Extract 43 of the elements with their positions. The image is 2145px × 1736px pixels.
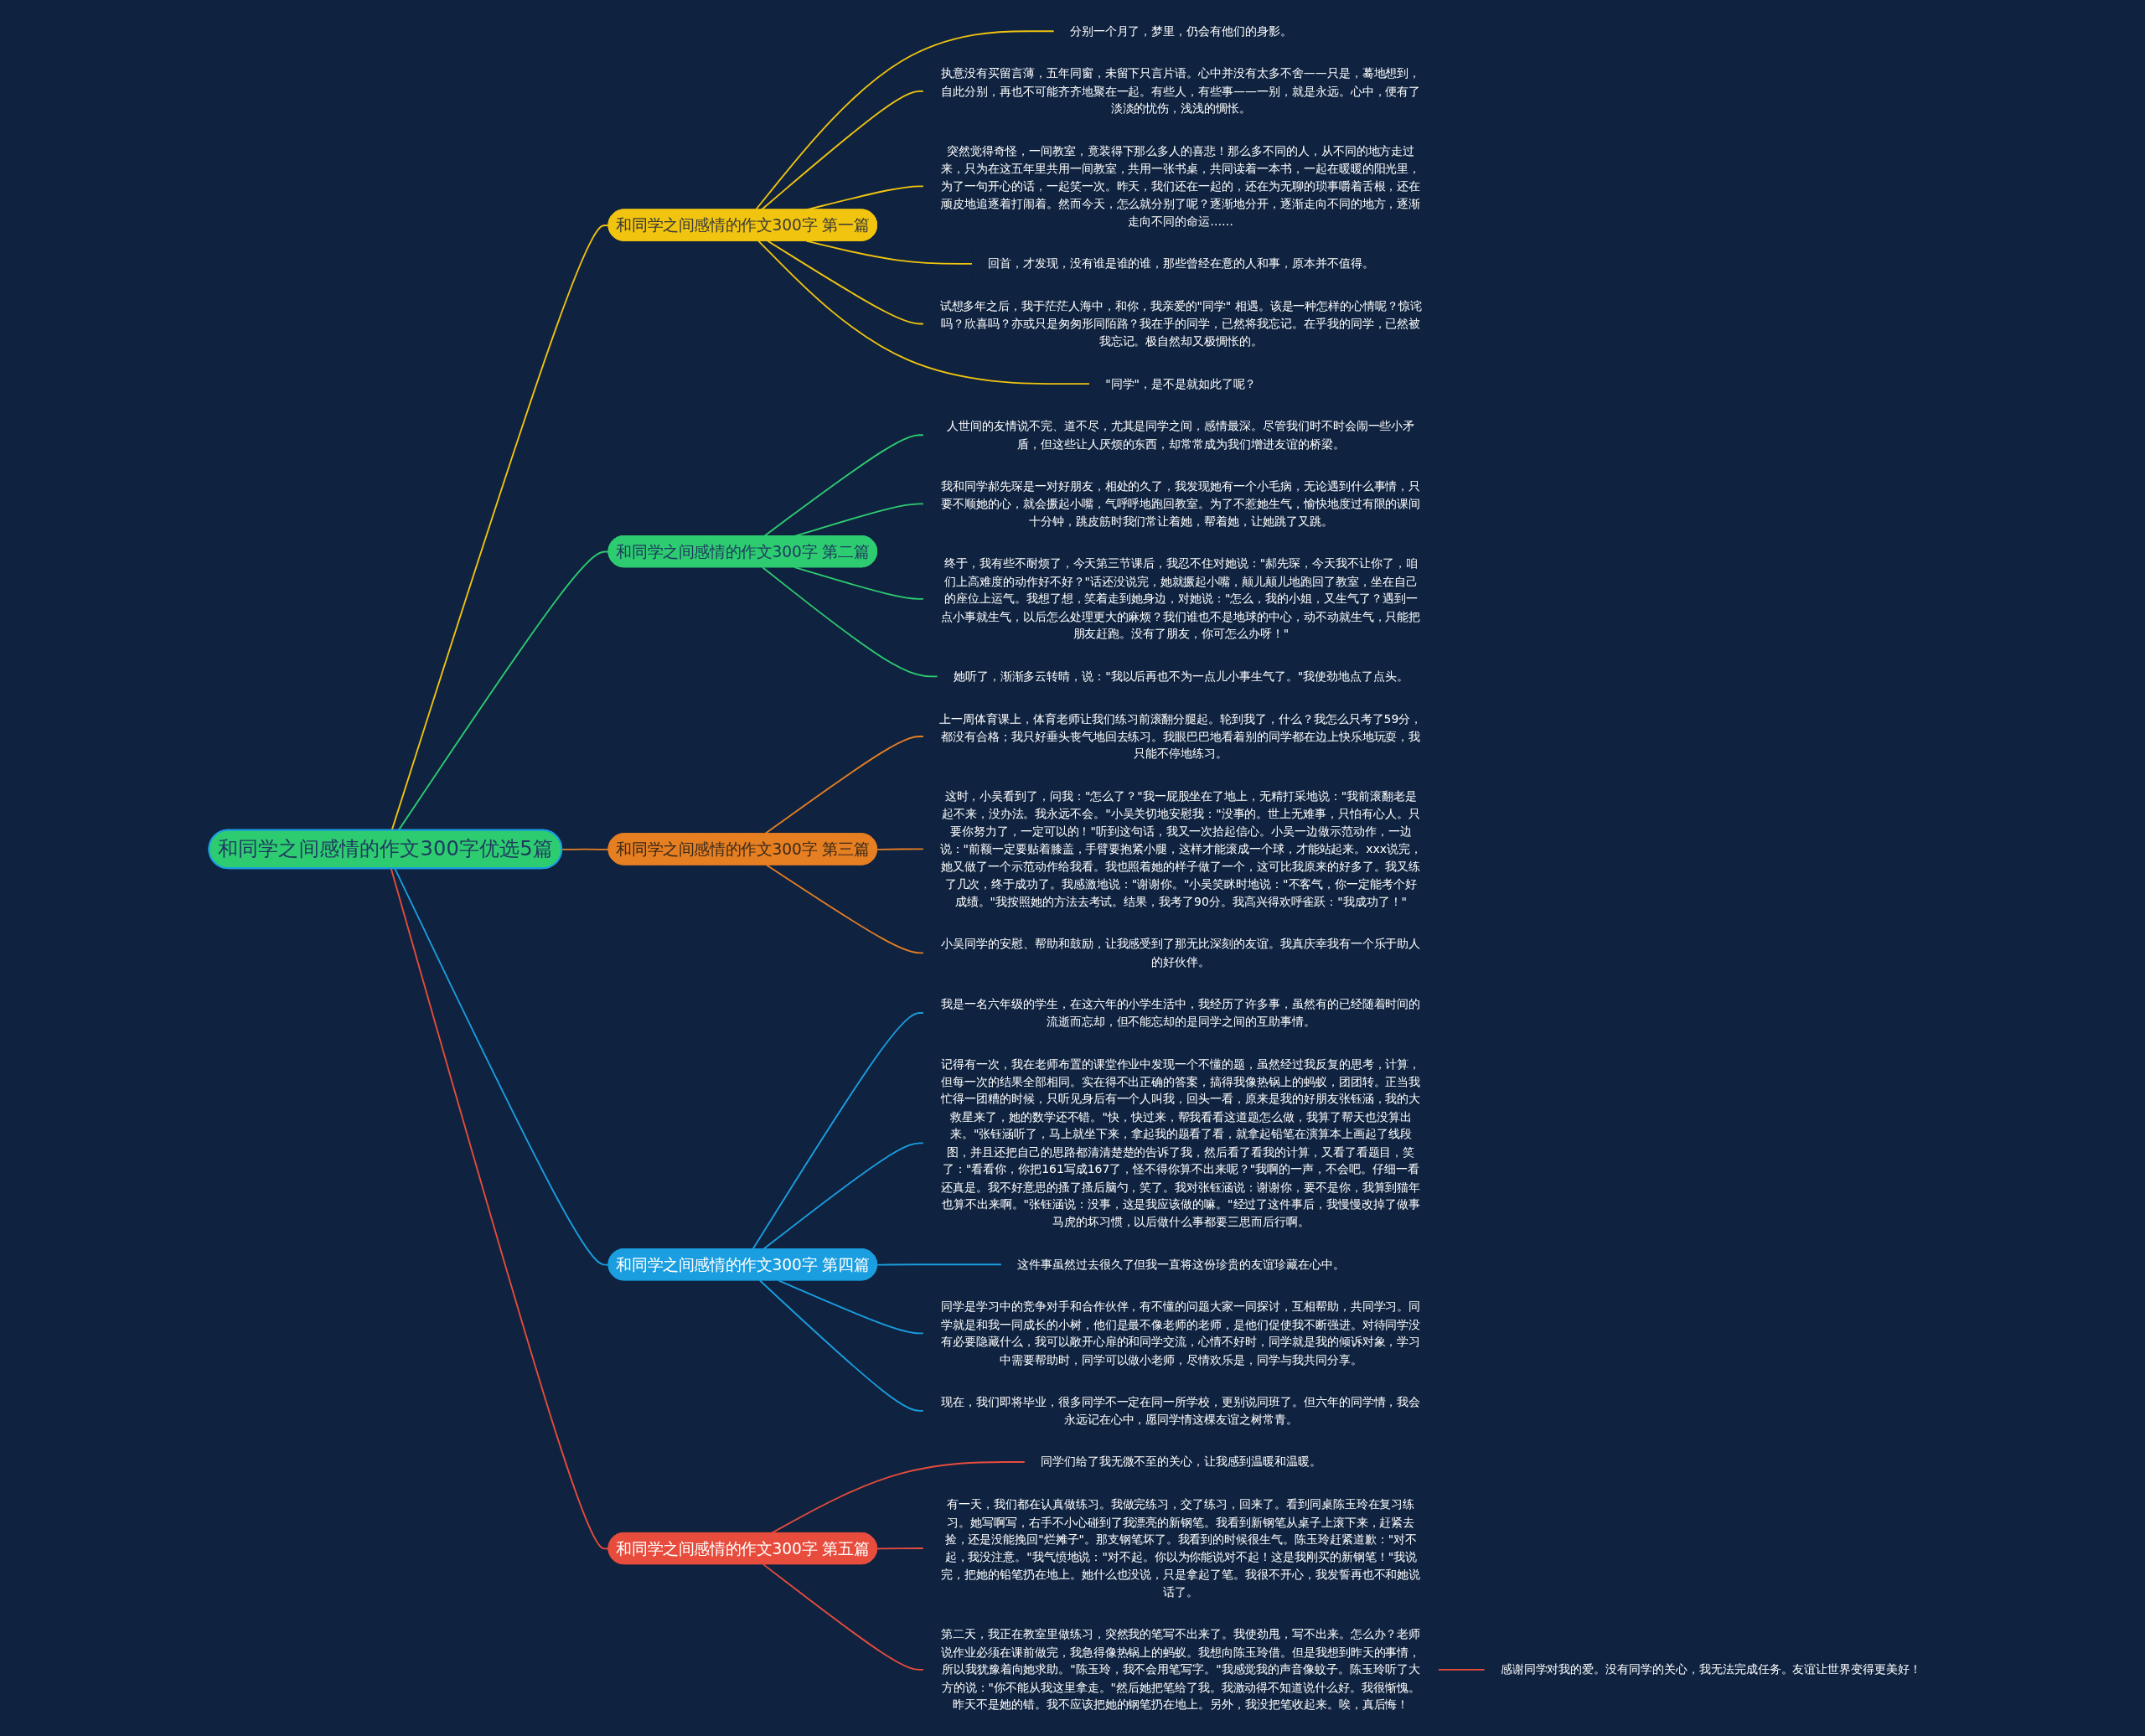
node-text: "同学"，是不是就如此了呢？ <box>1104 376 1256 391</box>
node-text: 这时，小吴看到了，问我："怎么了？"我一屁股坐在了地上，无精打采地说："我前滚翻老是起不来，没办法。我永远不会。"小吴关切地安慰我："没事的。世上无难事，只怕有心人。只要你努力了，一定可以的！"听到这句话，我又一次拾起信心。小吴一边做示范动作，一边说："前额一定要贴着膝盖，手臂要抱紧小腿，这样才能滚成一个球，才能站起来。xxx说完，她又做了一个示范动作给我看。我也照着她的样子做了一个，这可比我原来的好多了。我又练了几次，终于成功了。我感激地说："谢谢你。"小吴笑眯时地说："不客气，你一定能考个好成绩。"我按照她的方法去考试。结果，我考了90分。我高兴得欢呼雀跃："我成功了！" <box>939 789 1422 909</box>
connector <box>757 240 1090 385</box>
connector <box>762 434 924 537</box>
node-text: 这件事虽然过去很久了但我一直将这份珍贵的友谊珍藏在心中。 <box>1016 1257 1345 1272</box>
connector <box>752 1012 924 1250</box>
connector <box>777 1279 924 1335</box>
node-text: 第二天，我正在教室里做练习，突然我的笔写不出来了。我使劲甩，写不出来。怎么办？老师说作业必须在课前做完，我急得像热锅上的蚂蚁。我想向陈玉玲借。但是我想到昨天的事情，所以我犹豫着向她求助。"陈玉玲，我不会用笔写字。"我感觉我的声音像蚊子。陈玉玲听了大方的说："你不能从我这里拿走。"然后她把笔给了我。我激动得不知道说什么好。我很惭愧。昨天不是她的错。我不应该把她的钢笔扔在地上。另外，我没把笔收起来。唉，真后悔！ <box>940 1627 1420 1712</box>
node-text: 试想多年之后，我于茫茫人海中，和你，我亲爱的"同学" 相遇。该是一种怎样的心情呢？惊诧吗？欣喜吗？亦或只是匆匆形同陌路？我在乎的同学，已然将我忘记。在乎我的同学，已然被我忘记。极自然却又极惆怅的。 <box>939 298 1422 349</box>
node-text: 终于，我有些不耐烦了，今天第三节课后，我忍不住对她说："郝先琛，今天我不让你了，咱们上高难度的动作好不好？"话还没说完，她就撅起小嘴，颠儿颠儿地跑回了教室，坐在自己的座位上运气。我想了想，笑着走到她身边，对她说："怎么，我的小姐，又生气了？遇到一点小事就生气，以后怎么处理更大的麻烦？我们谁也不是地球的中心，动不动就生气，只能把朋友赶跑。没有了朋友，你可怎么办呀！" <box>940 556 1420 641</box>
connector <box>793 566 924 600</box>
connector <box>760 90 924 211</box>
connector <box>561 848 609 850</box>
connector <box>876 848 924 850</box>
connector <box>765 864 924 954</box>
node-text: 感谢同学对我的爱。没有同学的关心，我无法完成任务。友谊让世界变得更美好！ <box>1500 1662 1921 1677</box>
connector <box>393 867 609 1266</box>
node-text: 人世间的友情说不完、道不尽，尤其是同学之间，感情最深。尽管我们时不时会闹一些小矛盾，但这些让人厌烦的东西，却常常成为我们增进友谊的桥梁。 <box>946 419 1414 451</box>
connector <box>762 1563 924 1671</box>
connector <box>758 1279 924 1412</box>
node-text: 现在，我们即将毕业，很多同学不一定在同一所学校，更别说同班了。但六年的同学情，我会永远记在心中，愿同学情这棵友谊之树常青。 <box>940 1394 1420 1427</box>
node-text: 我是一名六年级的学生，在这六年的小学生活中，我经历了许多事，虽然有的已经随着时间的流逝而忘却，但不能忘却的是同学之间的互助事情。 <box>940 996 1420 1029</box>
node-text: 突然觉得奇怪，一间教室，竟装得下那么多人的喜悲！那么多不同的人，从不同的地方走过来，只为在这五年里共用一间教室，共用一张书桌，共同读着一本书，一起在暖暖的阳光里，为了一句开心的话，一起笑一次。昨天，我们还在一起的，还在为无聊的琐事嚼着舌根，还在顽皮地追逐着打闹着。然而今天，怎么就分别了呢？逐渐地分开，逐渐走向不同的地方，逐渐走向不同的命运…… <box>940 143 1420 229</box>
node-text: 执意没有买留言薄，五年同窗，未留下只言片语。心中并没有太多不舍——只是，蓦地想到，自此分别，再也不可能齐齐地聚在一起。有些人，有些事——一别，就是永远。心中，便有了淡淡的忧伤，浅浅的惆怅。 <box>940 66 1420 116</box>
node-text: 记得有一次，我在老师布置的课堂作业中发现一个不懂的题，虽然经过我反复的思考，计算，但每一次的结果全部相同。实在得不出正确的答案，搞得我像热锅上的蚂蚁，团团转。正当我忙得一团糟的时候，只听见身后有一个人叫我，回头一看，原来是我的好朋友张钰涵，我的大救星来了，她的数学还不错。"快，快过来，帮我看看这道题怎么做，我算了帮天也没算出来。"张钰涵听了，马上就坐下来，拿起我的题看了看，就拿起铅笔在演算本上画起了线段图，并且还把自己的思路都清清楚楚的告诉了我，然后看了看我的计算，又看了看题目，笑了："看看你，你把161写成167了，怪不得你算不出来呢？"我啊的一声，不会吧。仔细一看还真是。我不好意思的搔了搔后脑勺，笑了。我对张钰涵说：谢谢你，要不是你，我算到猫年也算不出来啊。"张钰涵说：没事，这是我应该做的嘛。"经过了这件事后，我慢慢改掉了做事马虎的坏习惯，以后做什么事都要三思而后行啊。 <box>940 1057 1420 1229</box>
node-text: 上一周体育课上，体育老师让我们练习前滚翻分腿起。轮到我了，什么？我怎么只考了59分，都没有合格；我只好垂头丧气地回去练习。我眼巴巴地看着别的同学都在边上快乐地玩耍，我只能不停地练习。 <box>938 711 1422 762</box>
connector <box>390 867 609 1550</box>
connector <box>767 240 924 325</box>
connector <box>770 1461 1026 1534</box>
node-text: 回首，才发现，没有谁是谁的谁，那些曾经在意的人和事，原本并不值得。 <box>987 256 1374 271</box>
node-text: 小吴同学的安慰、帮助和鼓励，让我感受到了那无比深刻的友谊。我真庆幸我有一个乐于助人的好伙伴。 <box>940 937 1420 969</box>
connector <box>876 1263 1002 1266</box>
node-text: 她听了，渐渐多云转晴，说："我以后再也不为一点儿小事生气了。"我使劲地点了点头。 <box>953 669 1408 684</box>
connector <box>876 1547 924 1550</box>
node-text: 我和同学郝先琛是一对好朋友，相处的久了，我发现她有一个小毛病，无论遇到什么事情，只要不顺她的心，就会撅起小嘴，气呼呼地跑回教室。为了不惹她生气，愉快地度过有限的课间十分钟，跳皮筋时我们常让着她，帮着她，让她跳了又跳。 <box>940 478 1420 529</box>
connector <box>762 1142 924 1250</box>
connector <box>754 30 1055 211</box>
connector <box>1436 1669 1486 1671</box>
node-text: 同学是学习中的竞争对手和合作伙伴，有不懂的问题大家一同探讨，互相帮助，共同学习。同学就是和我一同成长的小树，他们是最不像老师的老师，是他们促使我不断强进。对待同学没有必要隐藏什么，我可以敞开心扉的和同学交流，心情不好时，同学就是我的倾诉对象，学习中需要帮助时，同学可以做小老师，尽情欢乐是，同学与我共同分享。 <box>940 1299 1420 1367</box>
node-text: 同学们给了我无微不至的关心，让我感到温暖和温暖。 <box>1040 1454 1321 1470</box>
node-text: 有一天，我们都在认真做练习。我做完练习，交了练习，回来了。看到同桌陈玉玲在复习练习。她写啊写，右手不小心碰到了我漂亮的新钢笔。我看到新钢笔从桌子上滚下来，赶紧去捡，还是没能挽回"烂摊子"。那支钢笔坏了。我看到的时候很生气。陈玉玲赶紧道歉："对不起，我没注意。"我气愤地说："对不起。你以为你能说对不起！这是我刚买的新钢笔！"我说完，把她的铅笔扔在地上。她什么也没说，只是拿起了笔。我很不开心，我发誓再也不和她说话了。 <box>940 1497 1420 1599</box>
connector <box>761 566 938 678</box>
node-text: 分别一个月了，梦里，仍会有他们的身影。 <box>1069 23 1292 39</box>
